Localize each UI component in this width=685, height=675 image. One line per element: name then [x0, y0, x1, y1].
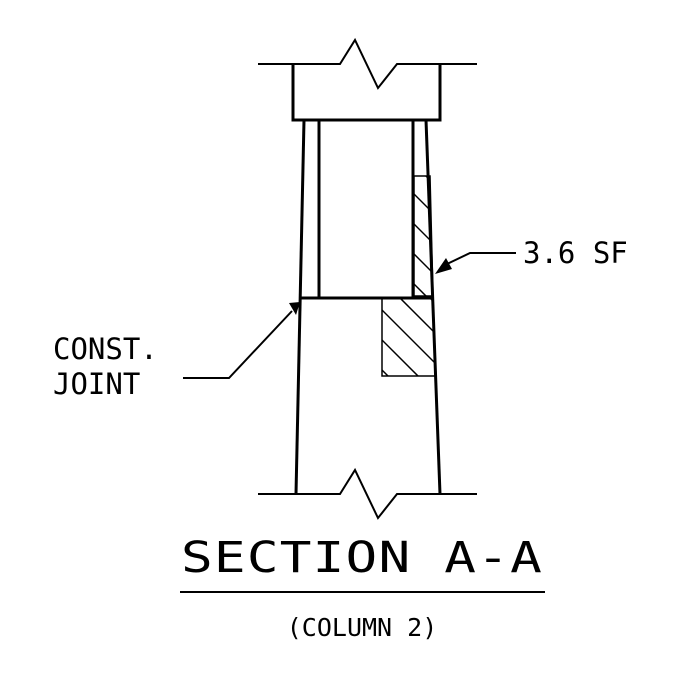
hatched-area-lower	[381, 297, 437, 377]
section-title: SECTION A-A	[181, 533, 543, 583]
top-break-line	[258, 37, 477, 90]
joint-label-line1: CONST.	[53, 332, 158, 366]
hatched-area-upper	[413, 175, 434, 297]
area-leader	[435, 252, 516, 274]
joint-label-line2: JOINT	[53, 367, 140, 401]
joint-leader	[183, 302, 300, 379]
bottom-break-line	[258, 467, 477, 520]
column-left-face	[294, 119, 321, 495]
top-slab-block	[291, 64, 442, 122]
section-subtitle: (COLUMN 2)	[287, 613, 438, 642]
area-label: 3.6 SF	[523, 236, 628, 270]
